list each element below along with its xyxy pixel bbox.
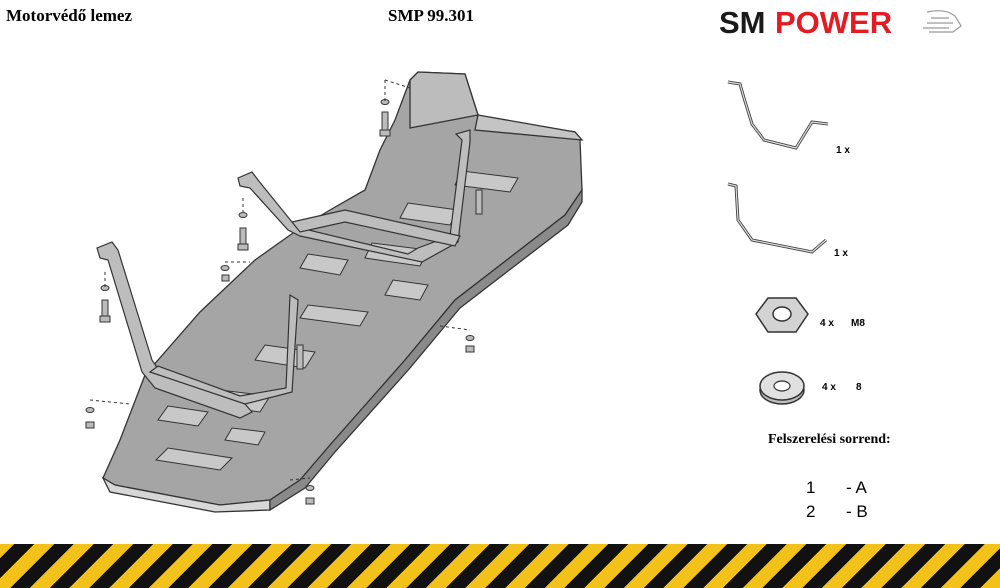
part-washer-qty: 4 x <box>822 382 836 393</box>
fastener-stack <box>379 99 391 137</box>
smpower-logo: SM POWER <box>719 5 962 40</box>
mounting-brackets <box>96 129 471 419</box>
alignment-lines <box>89 79 471 481</box>
assembly-step: 1 - A <box>806 478 867 498</box>
logo-power-text: POWER <box>775 5 892 40</box>
fastener-stack <box>237 212 249 251</box>
hazard-stripe-band <box>0 544 1000 588</box>
part-nut-qty: 4 x <box>820 318 834 329</box>
assembly-order-title: Felszerelési sorrend: <box>768 432 891 447</box>
assembly-step-letter: - A <box>846 478 867 497</box>
part-nut-size: M8 <box>851 318 865 329</box>
washer-icon <box>759 371 805 405</box>
fastener-stack <box>99 285 111 323</box>
assembly-step: 2 - B <box>806 502 868 522</box>
fastener-stacks <box>85 99 483 505</box>
fastener-stack <box>220 265 230 282</box>
product-title: Motorvédő lemez <box>6 6 133 25</box>
skid-plate-drawing <box>85 71 584 513</box>
logo-car-icon <box>923 10 962 33</box>
product-code: SMP 99.301 <box>388 6 474 25</box>
fastener-stack <box>465 335 475 353</box>
assembly-step-letter: - B <box>846 502 868 521</box>
part-bracket-a-qty: 1 x <box>836 145 850 156</box>
fastener-stack <box>296 189 483 370</box>
bracket-a-icon <box>727 80 829 150</box>
assembly-step-number: 2 <box>806 502 816 521</box>
assembly-step-number: 1 <box>806 478 816 497</box>
logo-sm-text: SM <box>719 5 766 40</box>
fastener-stack <box>85 407 95 429</box>
part-washer-size: 8 <box>856 382 862 393</box>
part-bracket-b-qty: 1 x <box>834 248 848 259</box>
skid-plate <box>101 71 584 513</box>
bracket-b-icon <box>727 182 827 254</box>
hex-nut-icon <box>755 297 809 333</box>
fastener-stack <box>305 485 315 505</box>
